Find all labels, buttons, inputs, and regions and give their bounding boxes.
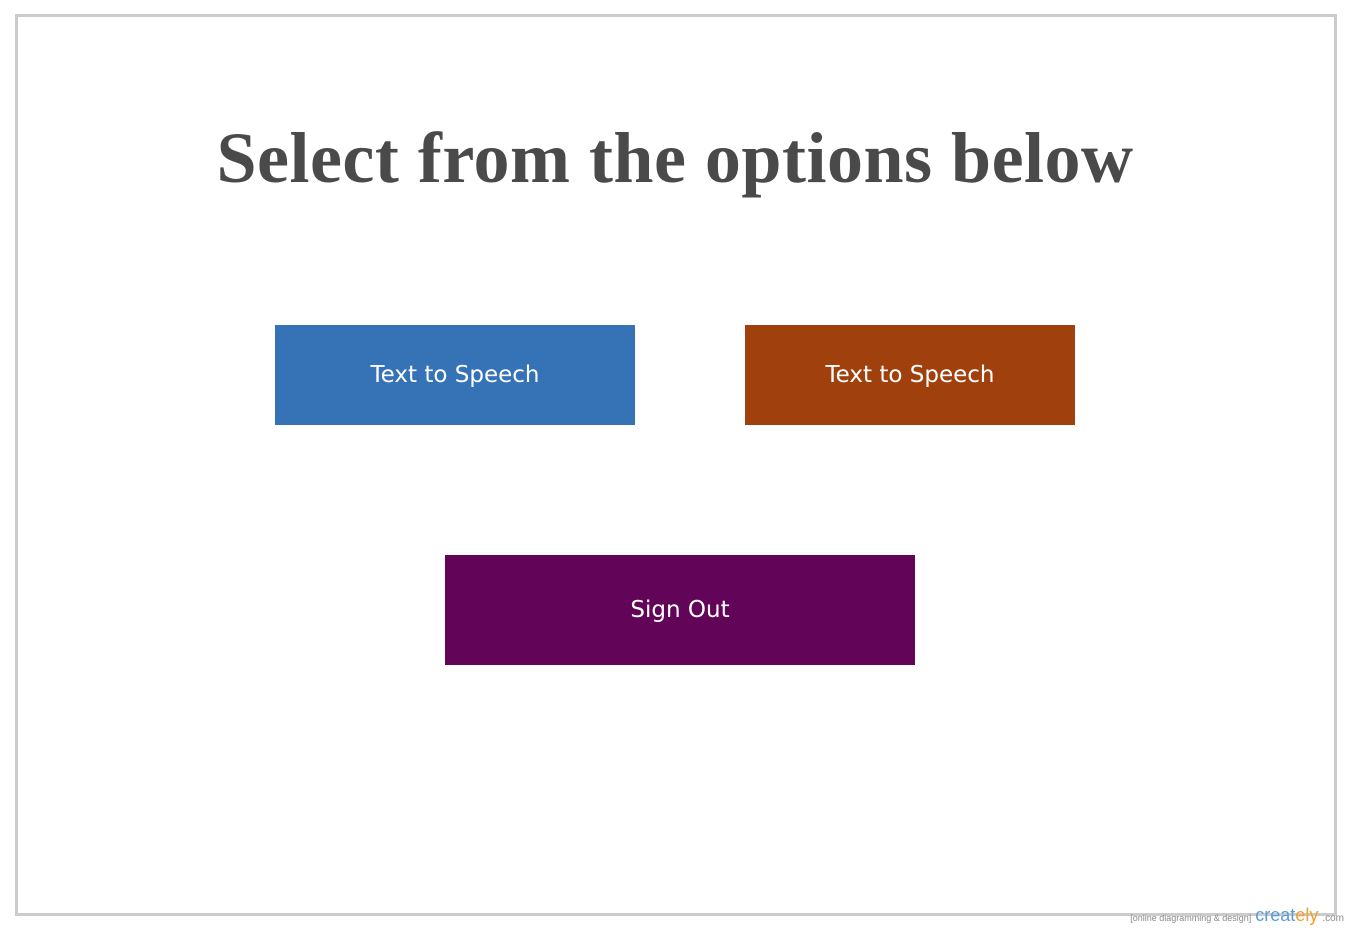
text-to-speech-button-orange[interactable]: Text to Speech (745, 325, 1075, 425)
sign-out-button-label: Sign Out (630, 597, 730, 623)
creately-logo: creately (1255, 905, 1318, 926)
logo-text-accent: ely (1295, 905, 1319, 925)
watermark-domain: .com (1322, 913, 1344, 924)
logo-text-main: creat (1255, 905, 1296, 925)
page-title: Select from the options below (216, 118, 1134, 198)
watermark-tagline: [online diagramming & design] (1130, 913, 1252, 923)
text-to-speech-button-label: Text to Speech (825, 362, 995, 388)
text-to-speech-button-blue[interactable]: Text to Speech (275, 325, 635, 425)
page-frame (15, 14, 1337, 916)
text-to-speech-button-label: Text to Speech (370, 362, 540, 388)
sign-out-button[interactable]: Sign Out (445, 555, 915, 665)
creately-watermark: [online diagramming & design] creately .… (1130, 905, 1344, 926)
